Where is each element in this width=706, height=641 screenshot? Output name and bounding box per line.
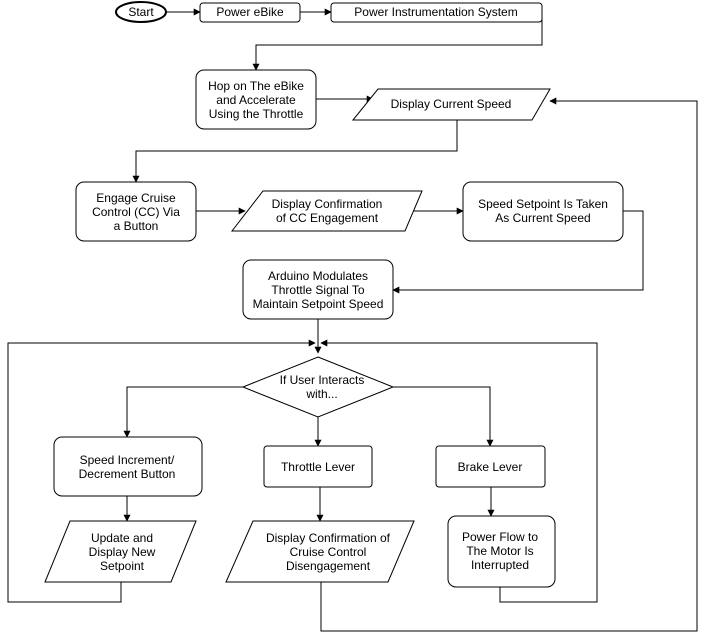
display-speed-line: Display Current Speed	[391, 97, 512, 111]
update-setpoint-line: Setpoint	[100, 559, 145, 573]
arduino-modulates-line: Throttle Signal To	[271, 283, 364, 297]
display-cc-confirm-line: of CC Engagement	[276, 211, 379, 225]
display-disengage-line: Disengagement	[286, 559, 371, 573]
start-terminal: Start	[115, 1, 167, 23]
edge-decision-to-brake-lever	[393, 386, 494, 447]
edge-interrupted-loop-back-to-decision	[320, 339, 598, 603]
edge-instrumentation-to-hop-on	[252, 12, 543, 71]
start-line: Start	[128, 5, 154, 19]
power-ebike-label: Power eBike	[216, 5, 284, 19]
display-speed-io: Display Current Speed	[351, 88, 551, 121]
power-instrumentation-label: Power Instrumentation System	[354, 5, 517, 19]
brake-lever-line: Brake Lever	[458, 460, 523, 474]
speed-button-line: Speed Increment/	[80, 453, 175, 467]
display-cc-confirm-line: Display Confirmation	[272, 197, 383, 211]
display-disengage-line: Display Confirmation of	[266, 531, 391, 545]
display-disengage-line: Cruise Control	[290, 545, 367, 559]
throttle-lever-line: Throttle Lever	[281, 460, 355, 474]
decision-line: If User Interacts	[280, 373, 365, 387]
hop-on-line: Using the Throttle	[209, 107, 304, 121]
update-setpoint-line: Display New	[89, 545, 156, 559]
setpoint-taken-line: As Current Speed	[495, 211, 590, 225]
speed-button-step: Speed Increment/Decrement Button	[53, 436, 203, 497]
edge-setpoint-to-arduino	[392, 210, 644, 294]
start-label: Start	[128, 5, 154, 19]
setpoint-taken-line: Speed Setpoint Is Taken	[478, 197, 608, 211]
engage-cc-line: Engage Cruise	[96, 191, 176, 205]
engage-cc-line: Control (CC) Via	[92, 205, 180, 219]
power-interrupted-line: Interrupted	[471, 558, 529, 572]
power-ebike-line: Power eBike	[216, 5, 284, 19]
throttle-lever-step: Throttle Lever	[263, 445, 373, 488]
arduino-modulates-line: Maintain Setpoint Speed	[253, 297, 384, 311]
brake-lever-step: Brake Lever	[435, 445, 546, 488]
edge-decision-to-speed-button	[123, 386, 243, 438]
edge-disengage-loop-to-display-speed	[320, 97, 698, 632]
speed-button-line: Decrement Button	[79, 467, 176, 481]
edges	[7, 8, 698, 632]
hop-on-line: and Accelerate	[216, 93, 296, 107]
power-interrupted-line: Power Flow to	[462, 530, 538, 544]
engage-cc-line: a Button	[114, 219, 159, 233]
decision-line: with...	[305, 387, 337, 401]
speed-button-label: Speed Increment/Decrement Button	[79, 453, 176, 481]
throttle-lever-label: Throttle Lever	[281, 460, 355, 474]
arduino-modulates-line: Arduino Modulates	[268, 269, 368, 283]
power-interrupted-line: The Motor Is	[466, 544, 533, 558]
power-instrumentation-line: Power Instrumentation System	[354, 5, 517, 19]
brake-lever-label: Brake Lever	[458, 460, 523, 474]
power-ebike-step: Power eBike	[199, 2, 301, 23]
edge-display-speed-to-engage-cc	[132, 120, 458, 183]
edge-update-loop-back-to-decision	[7, 339, 316, 603]
display-speed-label: Display Current Speed	[391, 97, 512, 111]
update-setpoint-line: Update and	[91, 531, 153, 545]
power-instrumentation-step: Power Instrumentation System	[330, 2, 543, 23]
hop-on-line: Hop on The eBike	[208, 79, 304, 93]
